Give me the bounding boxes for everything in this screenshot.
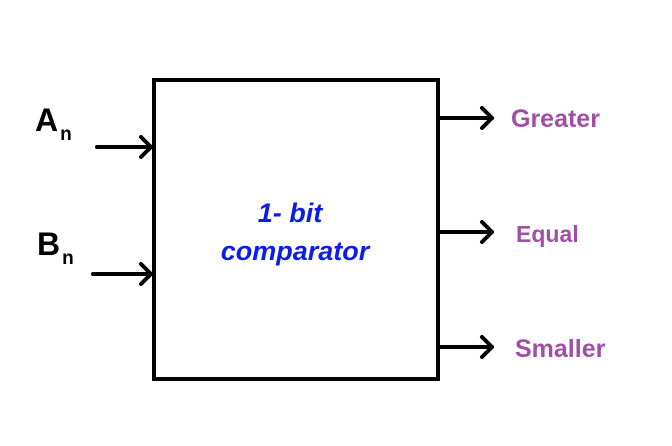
input-a-arrow: [95, 135, 153, 159]
output-equal-label: Equal: [516, 221, 579, 247]
input-b-arrow: [91, 262, 153, 286]
comparator-title-line2: comparator: [221, 236, 371, 266]
input-b-subscript: n: [62, 248, 74, 269]
output-greater-label: Greater: [511, 105, 600, 133]
input-a-main: A: [35, 102, 58, 138]
comparator-box: [152, 78, 440, 381]
output-smaller-arrow: [438, 335, 494, 359]
output-smaller-label: Smaller: [515, 335, 606, 363]
input-a-subscript: n: [60, 124, 72, 145]
input-b-main: B: [37, 226, 60, 262]
output-equal-arrow: [438, 220, 494, 244]
output-greater-arrow: [438, 106, 494, 130]
comparator-title-line1: 1- bit: [258, 198, 324, 228]
